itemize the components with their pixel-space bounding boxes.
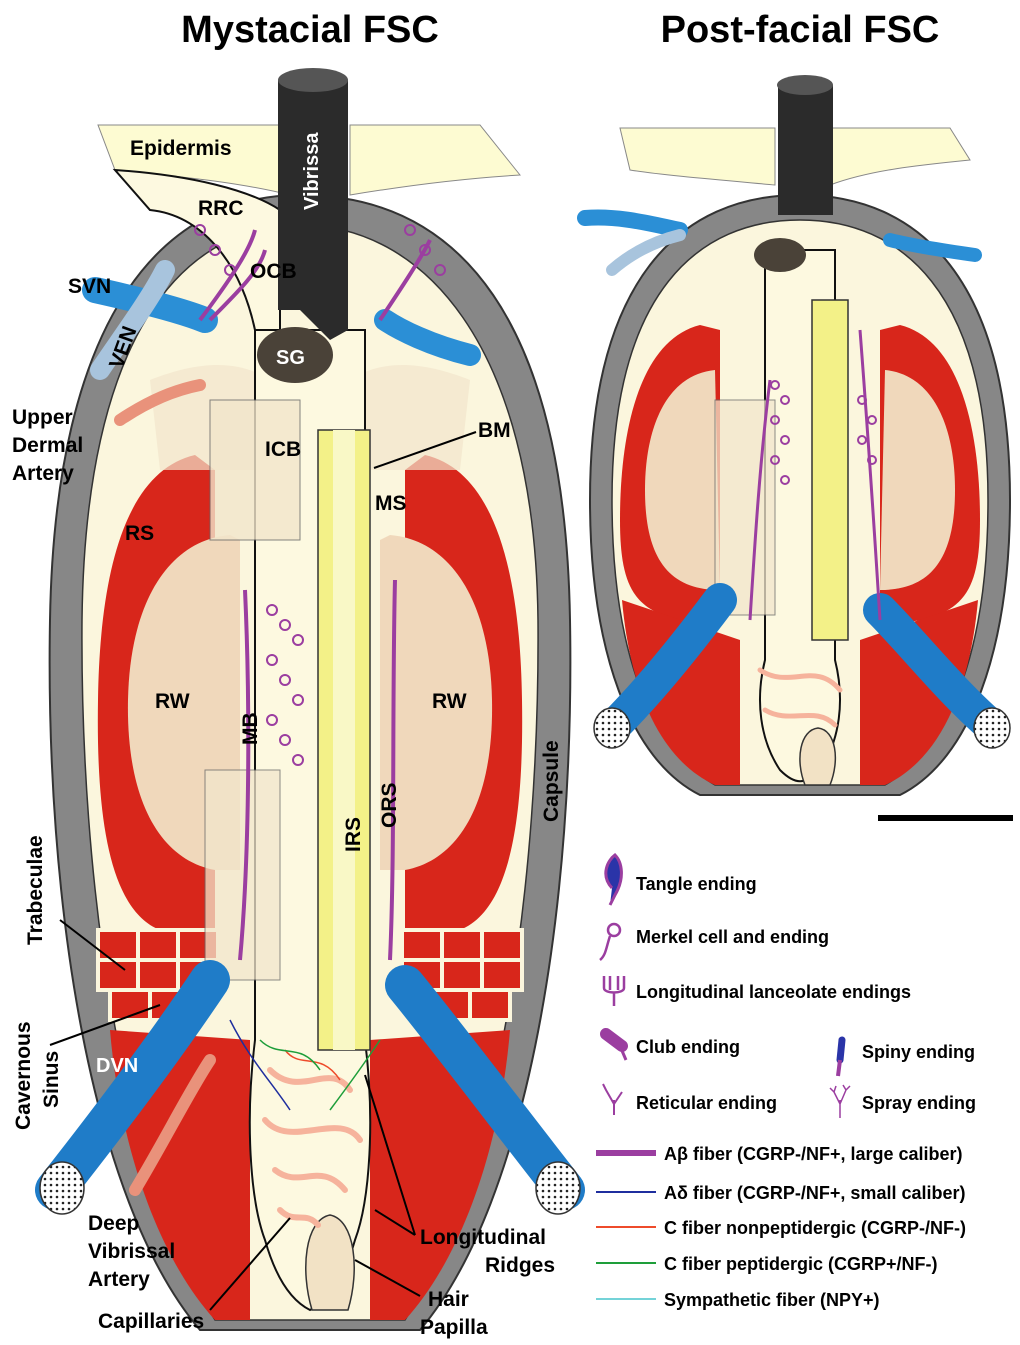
label-irs: IRS (342, 817, 365, 852)
merkel-ending-icon (600, 924, 620, 960)
epidermis-right (350, 125, 520, 195)
title-postfacial: Post-facial FSC (661, 9, 940, 51)
pf-vibrissa-shaft (778, 85, 833, 215)
label-hair-papilla-1: Hair (428, 1288, 469, 1311)
label-upper-dermal-artery-1: Upper (12, 406, 73, 429)
scale-bar (878, 815, 1013, 821)
title-mystacial: Mystacial FSC (181, 9, 439, 51)
label-longitudinal-ridges-1: Longitudinal (420, 1226, 546, 1249)
mystacial-fsc: Epidermis Vibrissa RRC SVN OCB VEN SG Up… (12, 68, 580, 1339)
pf-sebaceous-gland (754, 238, 806, 272)
club-ending-icon (606, 1034, 626, 1060)
dvn-cross-section (40, 1162, 84, 1214)
postfacial-fsc (585, 75, 1013, 821)
legend-c-nonpeptidergic: C fiber nonpeptidergic (CGRP-/NF-) (664, 1218, 966, 1238)
legend-c-peptidergic: C fiber peptidergic (CGRP+/NF-) (664, 1254, 938, 1274)
label-epidermis: Epidermis (130, 137, 232, 160)
label-rw-left: RW (155, 690, 190, 713)
legend-abeta-fiber: Aβ fiber (CGRP-/NF+, large caliber) (664, 1144, 963, 1164)
label-capsule: Capsule (540, 740, 563, 822)
label-upper-dermal-artery-2: Dermal (12, 434, 83, 457)
label-rrc: RRC (198, 197, 244, 220)
vibrissa-top-left (278, 68, 348, 92)
label-sg: SG (276, 347, 305, 369)
spray-ending-icon (830, 1085, 850, 1118)
label-cavernous-sinus-2: Sinus (40, 1051, 63, 1108)
legend: Tangle ending Merkel cell and ending Lon… (596, 855, 976, 1310)
label-dvn: DVN (96, 1055, 138, 1077)
legend-adelta-fiber: Aδ fiber (CGRP-/NF+, small caliber) (664, 1183, 965, 1203)
label-ors: ORS (378, 782, 401, 828)
legend-reticular-ending: Reticular ending (636, 1093, 777, 1113)
legend-spray-ending: Spray ending (862, 1093, 976, 1113)
legend-lanceolate-ending: Longitudinal lanceolate endings (636, 982, 911, 1002)
label-hair-papilla-2: Papilla (420, 1316, 488, 1339)
hair-shaft-inner (333, 430, 355, 1050)
label-trabeculae: Trabeculae (24, 835, 47, 945)
pf-nerve-left-section (594, 708, 630, 748)
label-capillaries: Capillaries (98, 1310, 204, 1333)
spiny-ending-icon (838, 1040, 842, 1076)
label-cavernous-sinus-1: Cavernous (12, 1021, 35, 1130)
legend-tangle-ending: Tangle ending (636, 874, 757, 894)
label-deep-vibrissal-artery-3: Artery (88, 1268, 150, 1291)
legend-merkel-ending: Merkel cell and ending (636, 927, 829, 947)
pf-nerve-right-section (974, 708, 1010, 748)
legend-spiny-ending: Spiny ending (862, 1042, 975, 1062)
label-ocb: OCB (250, 260, 297, 283)
icb-block (210, 400, 300, 540)
tangle-ending-icon (606, 855, 622, 905)
label-deep-vibrissal-artery-2: Vibrissal (88, 1240, 175, 1263)
label-vibrissa: Vibrissa (301, 132, 323, 210)
reticular-ending-icon (603, 1084, 622, 1115)
legend-club-ending: Club ending (636, 1037, 740, 1057)
dvn-cross-section-right (536, 1162, 580, 1214)
label-longitudinal-ridges-2: Ridges (485, 1254, 555, 1277)
label-mb: MB (239, 712, 262, 745)
label-upper-dermal-artery-3: Artery (12, 462, 74, 485)
pf-vibrissa-top (777, 75, 833, 95)
legend-sympathetic: Sympathetic fiber (NPY+) (664, 1290, 880, 1310)
pf-hair-papilla (800, 728, 835, 785)
label-icb: ICB (265, 438, 301, 461)
lanceolate-ending-icon (604, 976, 624, 1006)
label-deep-vibrissal-artery-1: Deep (88, 1212, 139, 1235)
label-ms: MS (375, 492, 407, 515)
hair-papilla-left (306, 1215, 354, 1310)
pf-block-upper (715, 400, 775, 615)
label-svn: SVN (68, 275, 111, 298)
label-rw-right: RW (432, 690, 467, 713)
pf-irs-column (812, 300, 848, 640)
label-bm: BM (478, 419, 511, 442)
label-rs: RS (125, 522, 154, 545)
pf-upper-nerve-left (585, 217, 680, 230)
